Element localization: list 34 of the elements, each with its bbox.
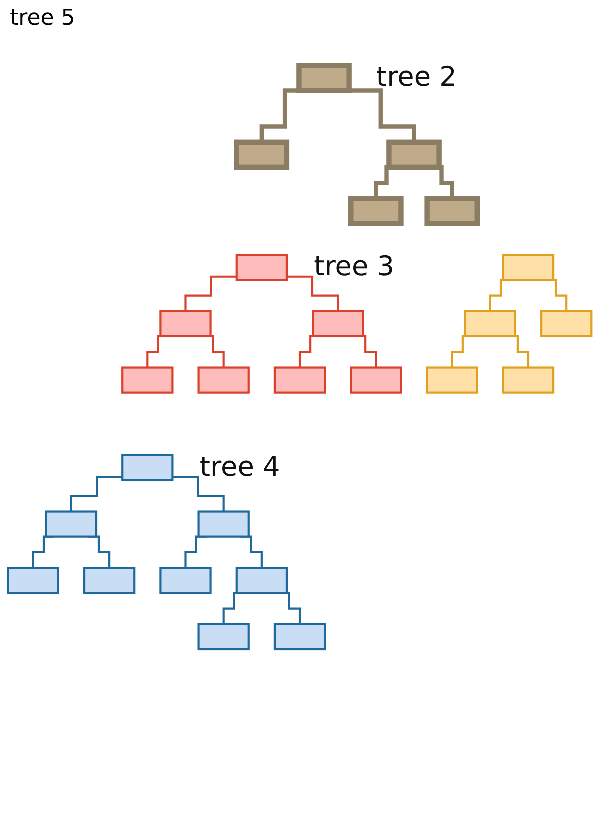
node-box — [7, 567, 60, 594]
node-box — [540, 310, 593, 338]
node-box — [348, 196, 404, 226]
node-box — [198, 366, 250, 394]
node-box — [122, 454, 174, 482]
connector — [172, 476, 225, 513]
node-box — [122, 366, 174, 394]
node-box — [274, 623, 326, 651]
node-box — [274, 366, 326, 394]
node-box — [424, 196, 480, 226]
node-box — [296, 63, 352, 94]
node-box — [198, 623, 250, 651]
node-box — [464, 310, 517, 338]
node-box — [386, 140, 442, 170]
node-box — [426, 366, 478, 394]
node-label: tree 2 — [376, 62, 457, 94]
node-box — [198, 510, 250, 538]
node-box — [160, 567, 212, 594]
node-box — [45, 510, 98, 538]
node-box — [236, 254, 288, 282]
node-label: tree 4 — [200, 452, 280, 484]
node-box — [502, 366, 555, 394]
connector — [70, 476, 123, 513]
connector — [286, 276, 340, 312]
tree-label: tree 5 — [10, 6, 76, 31]
node-box — [350, 366, 402, 394]
node-label: tree 3 — [314, 251, 395, 283]
connector — [184, 276, 237, 312]
node-box — [236, 567, 288, 594]
node-box — [160, 310, 212, 338]
node-box — [234, 140, 290, 170]
node-box — [502, 254, 555, 282]
node-box — [312, 310, 364, 338]
node-box — [83, 567, 136, 594]
